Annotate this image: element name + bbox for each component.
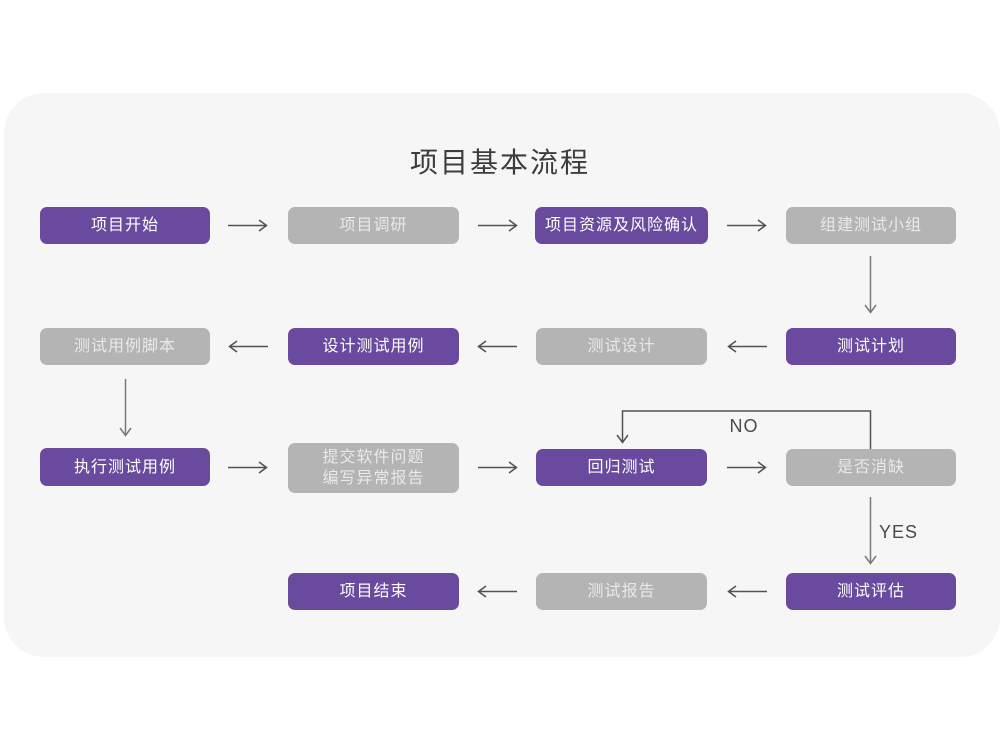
node-label: 设计测试用例 xyxy=(322,338,425,355)
node-run-test-cases: 执行测试用例 xyxy=(40,448,210,486)
diagram-title: 项目基本流程 xyxy=(409,147,590,178)
node-project-research: 项目调研 xyxy=(288,207,459,244)
node-label: 项目资源及风险确认 xyxy=(544,217,698,234)
node-label: 项目调研 xyxy=(339,217,408,234)
node-label-line1: 提交软件问题 xyxy=(322,449,425,466)
node-defect-cleared-check: 是否消缺 xyxy=(786,449,956,486)
node-test-case-script: 测试用例脚本 xyxy=(40,328,210,365)
node-project-start: 项目开始 xyxy=(40,207,210,244)
node-design-test-cases: 设计测试用例 xyxy=(288,328,459,365)
node-build-test-team: 组建测试小组 xyxy=(786,207,956,244)
node-label: 测试设计 xyxy=(587,338,656,355)
flowchart-panel xyxy=(4,93,1000,657)
node-label: 回归测试 xyxy=(587,459,656,476)
node-test-report: 测试报告 xyxy=(536,573,707,610)
node-submit-issues-report: 提交软件问题 编写异常报告 xyxy=(288,443,459,493)
node-label: 是否消缺 xyxy=(836,459,905,476)
node-label: 项目结束 xyxy=(339,583,408,600)
node-label: 组建测试小组 xyxy=(819,217,922,234)
node-test-design: 测试设计 xyxy=(536,328,707,365)
node-test-plan: 测试计划 xyxy=(786,328,956,365)
node-project-end: 项目结束 xyxy=(288,573,459,610)
node-label: 测试用例脚本 xyxy=(73,338,176,355)
node-label-line2: 编写异常报告 xyxy=(322,470,425,487)
node-label: 测试计划 xyxy=(836,338,905,355)
node-resource-risk-confirm: 项目资源及风险确认 xyxy=(535,207,708,244)
node-label: 测试评估 xyxy=(836,583,905,600)
branch-label-no: NO xyxy=(729,416,759,436)
node-label: 执行测试用例 xyxy=(73,458,176,476)
node-test-evaluation: 测试评估 xyxy=(786,573,956,610)
node-label: 测试报告 xyxy=(587,583,656,600)
node-label: 项目开始 xyxy=(90,217,159,234)
node-regression-test: 回归测试 xyxy=(536,449,707,486)
branch-label-yes: YES xyxy=(879,522,919,542)
